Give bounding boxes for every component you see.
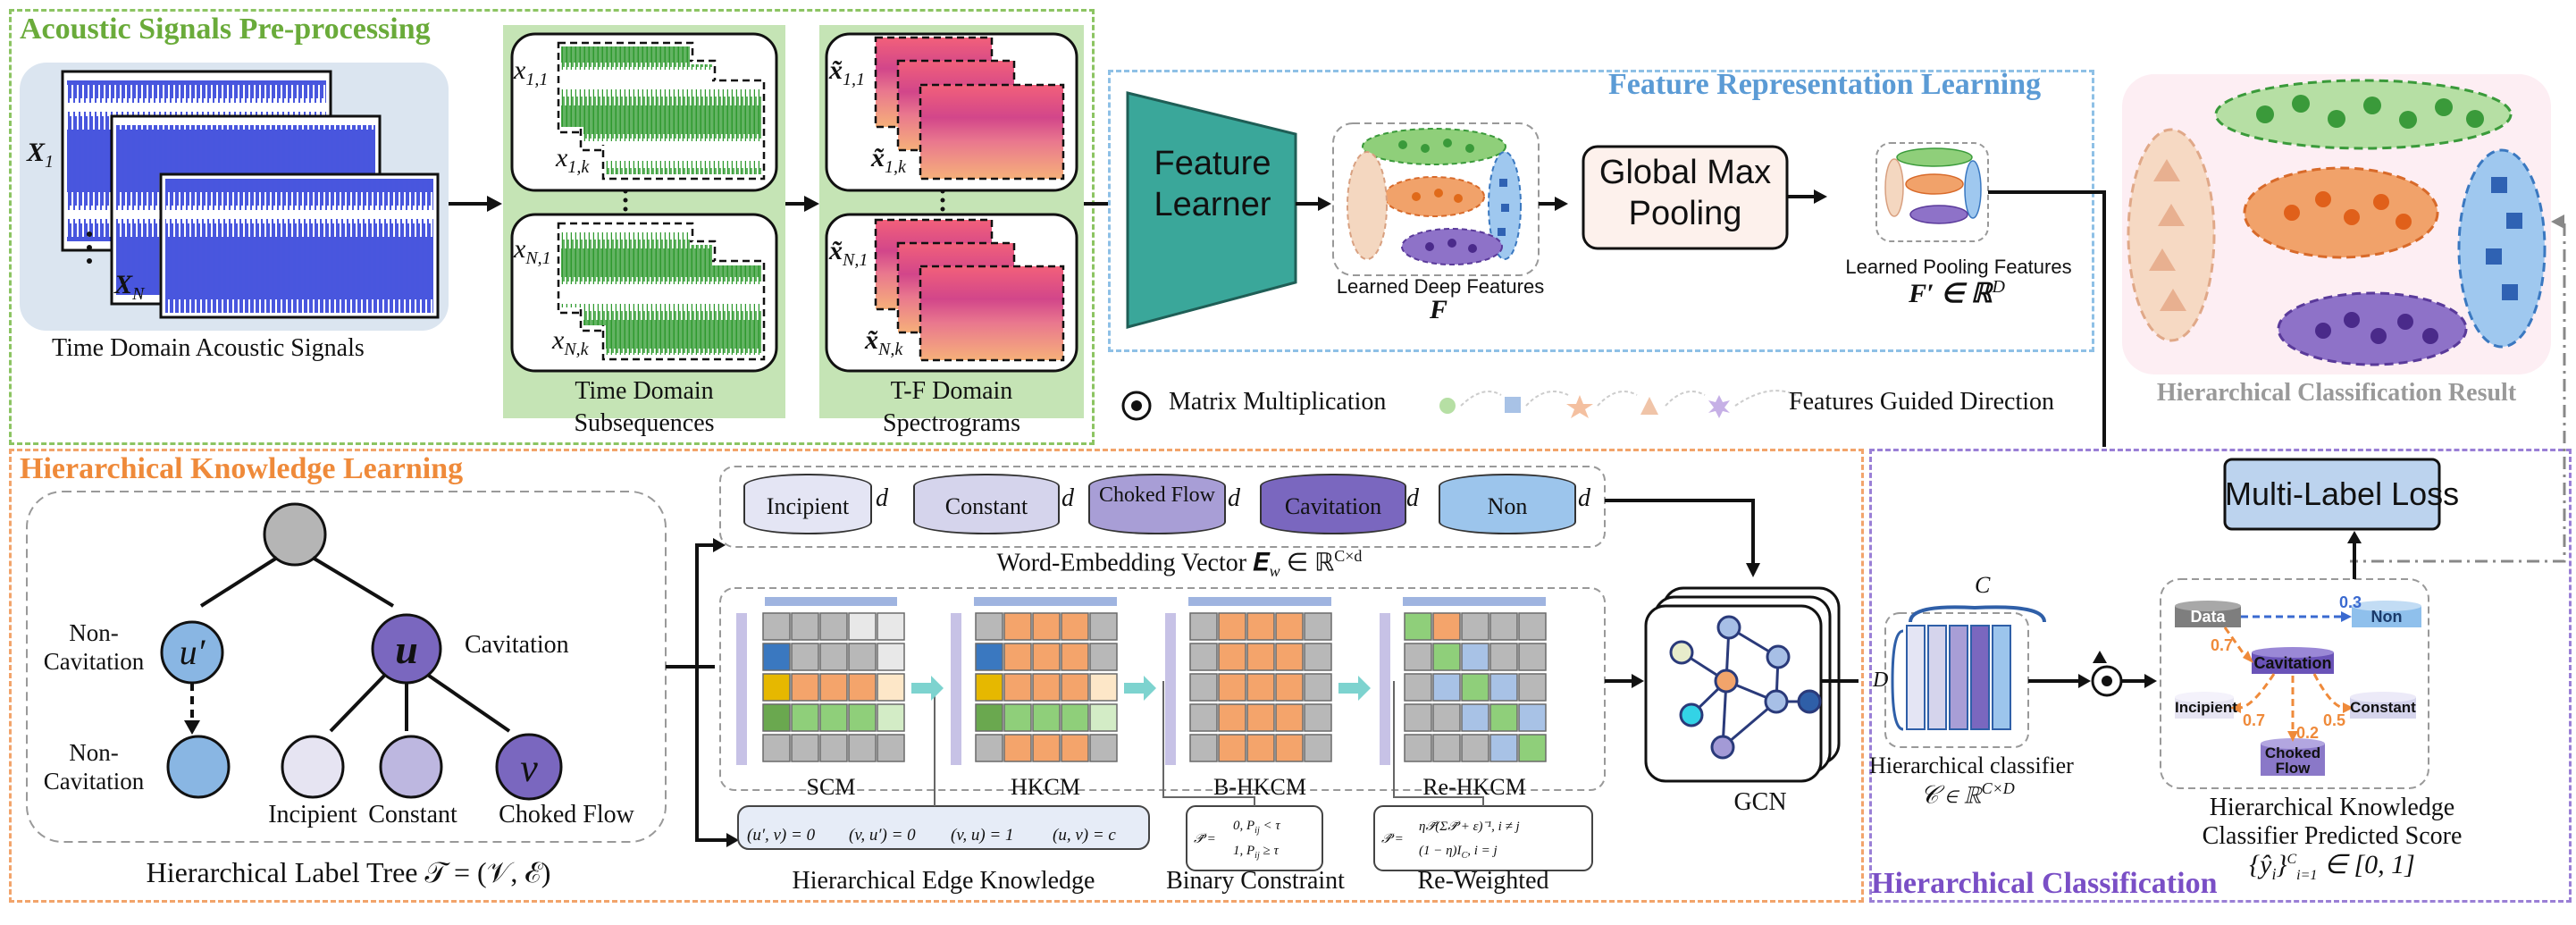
binary-formula: 𝒫̃ = 0, Pij < τ 1, Pij ≥ τ [1194, 819, 1280, 861]
deep-features-symbol: F [1429, 295, 1447, 324]
embedding-caption: Word-Embedding Vector 𝑬w ∈ ℝC×d [996, 547, 1363, 580]
cavitation-label: Cavitation [465, 631, 569, 659]
tx11-label: x̃1,1 [829, 55, 865, 89]
score-node-incipient: Incipient [2175, 699, 2237, 716]
multi-label-loss: Multi-Label Loss [2225, 475, 2460, 512]
weight-data-non: 0.3 [2339, 593, 2362, 611]
edge-rule-3: (v, u) = 1 [951, 826, 1014, 845]
result-graphics [2122, 74, 2551, 374]
matrices-graphics [736, 597, 1547, 765]
deep-features-caption: Learned Deep Features [1336, 275, 1545, 298]
matrix-label-re-hkcm: Re-HKCM [1422, 774, 1526, 800]
embed-constant: Constant [913, 474, 1060, 534]
reweight-caption: Re-Weighted [1417, 867, 1549, 895]
weight-cav-choke: 0.2 [2296, 724, 2320, 742]
txN1-label: x̃N,1 [829, 236, 868, 270]
acoustic-panel [9, 9, 1095, 445]
edge-rule-1: (u′, v) = 0 [747, 826, 816, 845]
score-formula: {ŷi}Ci=1 ∈ [0, 1] [2249, 850, 2415, 883]
embed-choked-flow: Choked Flow [1088, 474, 1226, 534]
reweight-formula: 𝒫̂ = η𝒫̃(Σ𝒫̃ + ε)⁻¹, i ≠ j (1 − η)IC, i … [1381, 820, 1520, 861]
knowledge-panel [9, 449, 1864, 903]
acoustic-title: Acoustic Signals Pre-processing [20, 13, 431, 46]
matrix-label-b-hkcm: B-HKCM [1212, 774, 1306, 800]
binary-caption: Binary Constraint [1166, 867, 1345, 895]
feature-panel [1108, 70, 2094, 352]
acoustic-graphics [20, 25, 1108, 418]
weight-cav-const: 0.5 [2323, 711, 2346, 729]
legend-guided-direction: Features Guided Direction [1789, 388, 2055, 416]
score-node-cavitation: Cavitation [2253, 654, 2332, 672]
legend-matrix-multiplication: Matrix Multiplication [1169, 388, 1387, 416]
embed-non: Non [1439, 474, 1576, 534]
classifier-d-label: D [1873, 669, 1889, 692]
edge-rule-2: (v, u′) = 0 [849, 826, 916, 845]
edge-rule-4: (u, v) = c [1053, 826, 1116, 845]
xn-label: XN [114, 270, 145, 304]
incipient-label: Incipient [268, 801, 357, 828]
result-caption: Hierarchical Classification Result [2156, 379, 2517, 407]
weight-cav-inc: 0.7 [2243, 711, 2266, 729]
classification-title: Hierarchical Classification [1871, 867, 2218, 900]
non-cavitation-label-2: Non-Cavitation [43, 739, 145, 795]
xNk-label: xN,k [552, 325, 589, 359]
score-node-constant: Constant [2350, 699, 2416, 716]
pooling-caption: Learned Pooling Features [1845, 256, 2072, 278]
choked-flow-label: Choked Flow [499, 801, 634, 828]
embed-d-5: d [1578, 484, 1590, 512]
gcn-caption: GCN [1733, 788, 1787, 816]
classification-panel [1869, 449, 2572, 903]
matrix-label-scm: SCM [806, 774, 856, 800]
edge-caption: Hierarchical Edge Knowledge [792, 867, 1095, 895]
embed-d-2: d [1061, 484, 1074, 512]
xN1-label: xN,1 [514, 234, 551, 269]
pooling-symbol: F′ ∈ ℝD [1909, 277, 2005, 308]
embed-d-1: d [876, 484, 888, 512]
constant-label: Constant [368, 801, 457, 828]
feature-title: Feature Representation Learning [1608, 68, 2042, 101]
tx1k-label: x̃1,k [871, 143, 906, 177]
classifier-caption: Hierarchical classifier [1869, 753, 2074, 778]
signal-caption: Time Domain Acoustic Signals [52, 334, 365, 362]
node-u-label: u [395, 626, 418, 672]
tree-caption: Hierarchical Label Tree 𝒯 = (𝒱, ℰ) [146, 856, 551, 888]
score-node-data: Data [2190, 608, 2226, 626]
matrix-label-hkcm: HKCM [1010, 774, 1080, 800]
x11-label: x1,1 [514, 55, 549, 90]
node-v-label: v [520, 746, 538, 790]
edge-rules: (u′, v) = 0 (v, u′) = 0 (v, u) = 1 (u, v… [743, 810, 1149, 849]
embed-cavitation: Cavitation [1260, 474, 1406, 534]
classification-graphics [1884, 458, 2441, 789]
x1k-label: x1,k [556, 143, 590, 177]
weight-data-cav: 0.7 [2211, 636, 2234, 654]
embed-incipient: Incipient [743, 474, 872, 534]
embed-d-3: d [1228, 484, 1240, 512]
feature-graphics [1121, 91, 2106, 447]
node-u-prime-label: u′ [179, 632, 206, 672]
classifier-c-label: C [1975, 572, 1991, 598]
classifier-formula: 𝒞 ∈ ℝC×D [1920, 779, 2015, 810]
txNk-label: x̃N,k [865, 325, 903, 359]
embedding-row: Incipient d Constant d Choked Flow d Cav… [734, 470, 1610, 542]
embed-d-4: d [1406, 484, 1419, 512]
return-line [2350, 214, 2566, 563]
knowledge-title: Hierarchical Knowledge Learning [20, 452, 464, 485]
score-node-non: Non [2370, 608, 2403, 626]
x1-label: X1 [27, 138, 55, 172]
non-cavitation-label-1: Non-Cavitation [43, 619, 145, 675]
